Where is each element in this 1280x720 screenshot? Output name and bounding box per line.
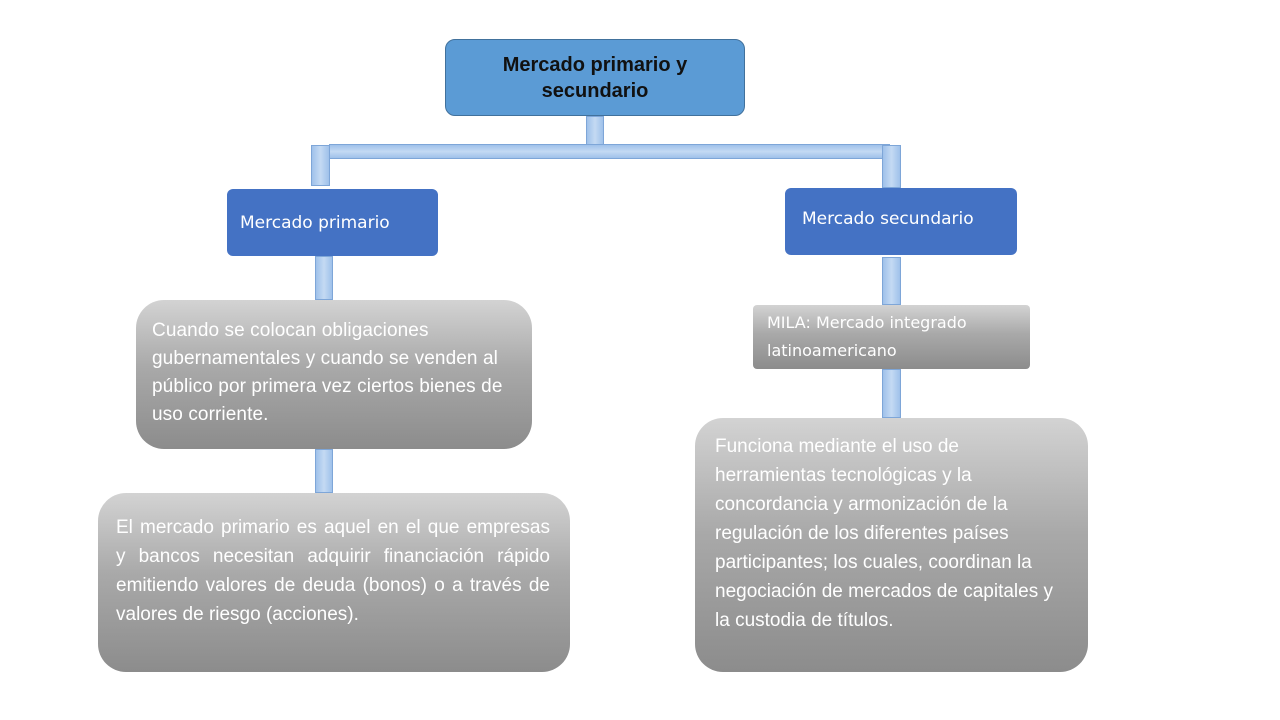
node-primario-description: Cuando se colocan obligaciones gubername… [136,300,532,449]
node-mercado-primario: Mercado primario [227,189,438,256]
connector-left-desc-to-detail [315,449,333,493]
connector-right-level2-to-mila [882,257,901,305]
connector-right-drop [882,145,901,188]
node-mercado-secundario-label: Mercado secundario [802,208,974,229]
connector-left-level2-to-desc [315,256,333,300]
connector-left-drop [311,145,330,186]
node-mila: MILA: Mercado integrado latinoamericano [753,305,1030,369]
root-node-title: Mercado primario y secundario [445,39,745,116]
node-mila-detail: Funciona mediante el uso de herramientas… [695,418,1088,672]
node-mercado-primario-label: Mercado primario [240,212,390,233]
node-primario-detail: El mercado primario es aquel en el que e… [98,493,570,672]
connector-horizontal-bar [329,144,890,159]
connector-right-mila-to-detail [882,369,901,418]
node-mercado-secundario: Mercado secundario [785,188,1017,255]
